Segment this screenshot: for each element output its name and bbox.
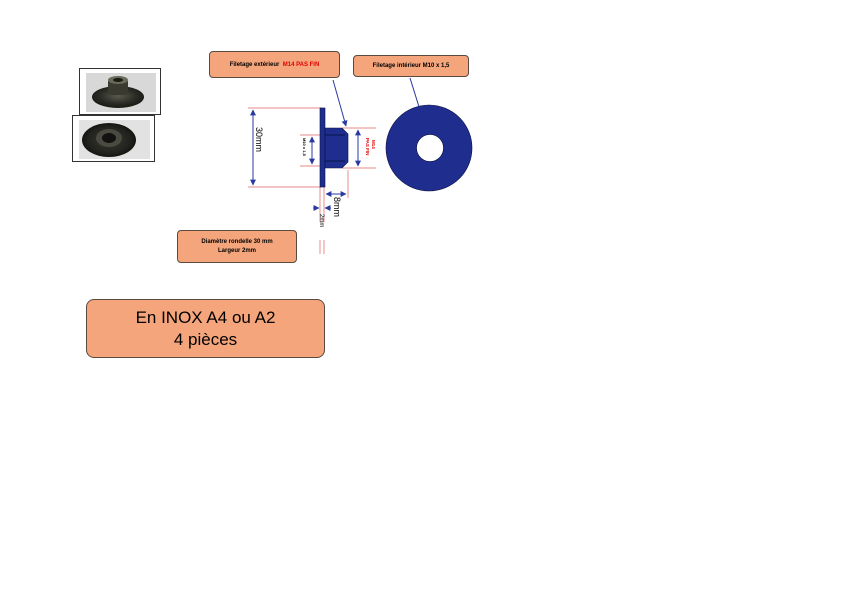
material-callout: En INOX A4 ou A2 4 pièces [86, 299, 325, 358]
part-photo-top [79, 68, 161, 115]
quantity-label: 4 pièces [173, 329, 238, 349]
part-photo-bottom [72, 115, 155, 162]
washer-width-label: Largeur 2mm [217, 247, 256, 254]
material-label: En INOX A4 ou A2 [135, 307, 276, 327]
outer-thread-dimension-label-1: M14 [371, 140, 376, 149]
height-dimension-label: 30mm [254, 127, 264, 152]
part-photo-bottom-image [79, 120, 150, 159]
washer-diameter-label: Diamètre rondelle 30 mm [201, 238, 273, 245]
washer-callout: Diamètre rondelle 30 mm Largeur 2mm [177, 230, 297, 263]
inner-thread-dimension-label: M10 x 1,5 [302, 138, 307, 157]
dimension-lines [250, 77, 432, 211]
part-profile [319, 107, 349, 188]
interior-thread-callout: Filetage intérieur M10 x 1,5 [353, 55, 469, 77]
thickness-dimension-label: 2mm [318, 214, 324, 227]
interior-thread-label: Filetage intérieur M10 x 1,5 [372, 63, 450, 69]
exterior-thread-value: M14 PAS FIN [282, 61, 320, 68]
exterior-thread-callout: Filetage extérieur M14 PAS FIN [209, 51, 340, 78]
length-dimension-label: 8mm [332, 197, 342, 217]
washer-front-view [385, 104, 473, 192]
outer-thread-dimension-label-2: PAS FIN [365, 138, 370, 155]
exterior-thread-prefix: Filetage extérieur [229, 61, 280, 68]
part-photo-top-image [86, 73, 156, 112]
